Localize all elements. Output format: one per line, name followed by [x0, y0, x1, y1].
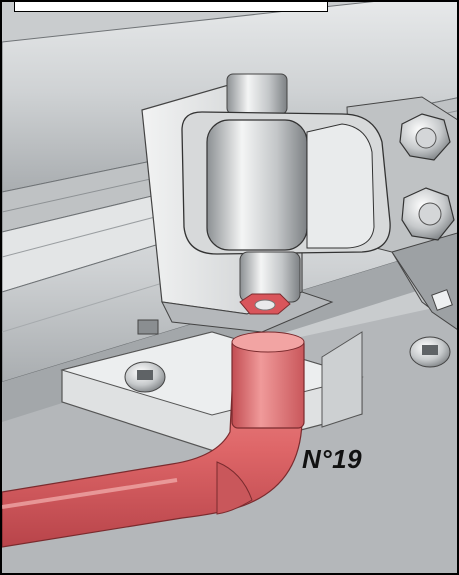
- hinge-knuckle-top: [226, 73, 288, 115]
- plate-bolt-center: [137, 319, 159, 335]
- plate-bolt-left: [124, 361, 166, 393]
- connector-clip: [239, 293, 291, 315]
- caption-box: [14, 2, 328, 12]
- hinge-arm: [181, 111, 391, 255]
- plate-bolt-right: [409, 336, 451, 368]
- part-number-label: N°19: [302, 444, 363, 474]
- hex-nut-upper: [399, 113, 451, 161]
- hex-nut-lower: [401, 187, 455, 241]
- pneumatic-tube: [2, 331, 305, 548]
